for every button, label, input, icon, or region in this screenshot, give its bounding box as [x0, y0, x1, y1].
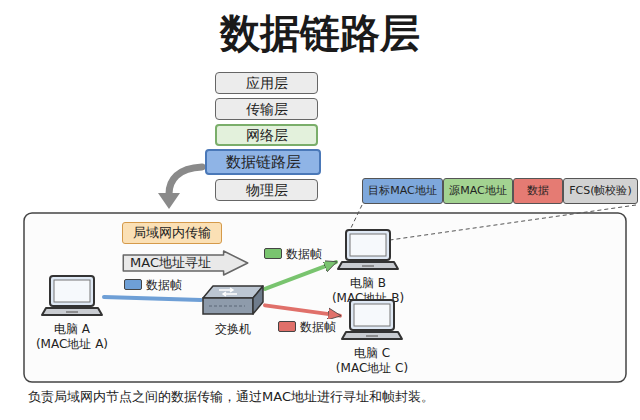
title: 数据链路层	[0, 8, 640, 58]
frame-field: 源MAC地址	[443, 178, 513, 204]
dashed-leader	[350, 205, 362, 230]
box-label: 物理层	[246, 182, 288, 199]
laptop-icon	[336, 226, 400, 274]
layer-box-active: 数据链路层	[205, 149, 321, 175]
box-label: 目标MAC地址	[368, 184, 437, 197]
laptop-icon	[340, 296, 404, 344]
switch-box	[198, 282, 268, 320]
box-label: MAC地址寻址	[130, 255, 211, 271]
switch-icon	[201, 282, 265, 320]
box-label: 网络层	[246, 127, 288, 144]
box-label: 应用层	[246, 75, 288, 92]
edge-label: 数据帧	[261, 246, 325, 262]
layer-box: 网络层	[215, 124, 318, 146]
box-label: 传输层	[246, 101, 288, 118]
laptop-icon	[40, 272, 104, 320]
box-label: 数据	[527, 184, 549, 197]
edge-label-text: 数据帧	[286, 246, 322, 262]
frame-icon	[264, 248, 282, 259]
tag-box: 局域网内传输	[122, 222, 222, 244]
zoom-arrow-head	[158, 193, 180, 209]
edge-label: 数据帧	[121, 277, 185, 293]
link-line	[265, 262, 336, 289]
arrow-box: MAC地址寻址	[122, 250, 249, 276]
box-label: 源MAC地址	[449, 184, 507, 197]
lan-panel	[24, 213, 626, 382]
computer: 电脑 B (MAC地址 B)	[322, 226, 414, 306]
link-line	[104, 297, 201, 300]
caption: 负责局域网内节点之间的数据传输，通过MAC地址进行寻址和帧封装。	[28, 388, 434, 405]
dashed-leader	[390, 205, 636, 240]
edge-label-text: 数据帧	[146, 277, 182, 293]
node-label: 交换机	[198, 322, 268, 337]
frame-icon	[278, 321, 296, 332]
edge-label-text: 数据帧	[300, 319, 336, 335]
box-label: 局域网内传输	[133, 225, 211, 241]
layer-box: 应用层	[215, 72, 318, 94]
laptop	[326, 296, 418, 344]
computer: 电脑 C (MAC地址 C)	[326, 296, 418, 376]
link-line	[265, 305, 340, 315]
layer-box: 传输层	[215, 98, 318, 120]
computer: 电脑 A (MAC地址 A)	[28, 272, 116, 352]
box-label: FCS(帧校验)	[569, 184, 632, 197]
frame-field: 目标MAC地址	[362, 178, 443, 204]
box-label: 数据链路层	[226, 153, 301, 171]
frame-field: 数据	[513, 178, 563, 204]
frame-icon	[124, 279, 142, 290]
edge-label: 数据帧	[275, 319, 339, 335]
laptop	[28, 272, 116, 320]
zoom-arrow	[169, 167, 202, 194]
node-label: 电脑 C (MAC地址 C)	[326, 346, 418, 376]
switch: 交换机	[198, 282, 268, 337]
frame-field: FCS(帧校验)	[563, 178, 638, 204]
layer-box: 物理层	[215, 179, 318, 201]
laptop	[322, 226, 414, 274]
node-label: 电脑 A (MAC地址 A)	[28, 322, 116, 352]
